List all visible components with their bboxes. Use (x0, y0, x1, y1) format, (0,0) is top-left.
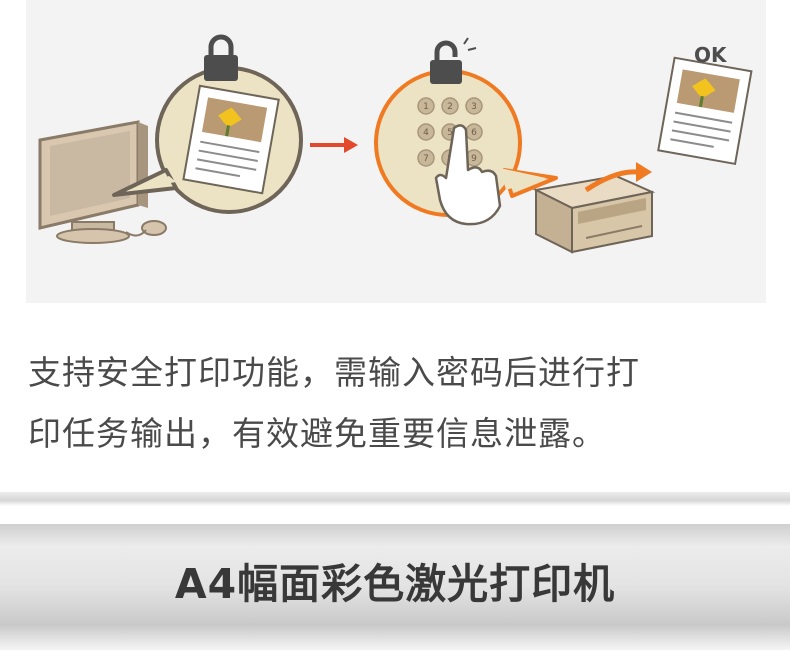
feature-description: 支持安全打印功能，需输入密码后进行打 印任务输出，有效避免重要信息泄露。 (28, 342, 768, 464)
printed-document-icon (657, 56, 753, 166)
keypad-digit: 3 (471, 102, 477, 112)
keypad-digit: 5 (447, 128, 453, 138)
hand-icon (434, 124, 502, 226)
secure-print-illustration: 1 2 3 4 5 6 7 8 9 (26, 0, 766, 303)
keypad-digit: 6 (471, 128, 477, 138)
keypad-digit: 7 (423, 154, 429, 164)
keypad-digit: 1 (423, 102, 429, 112)
computer-icon (38, 120, 167, 244)
section-divider (0, 492, 790, 506)
keypad-digit: 9 (471, 154, 477, 164)
arrow-right-icon (310, 137, 358, 153)
keypad-bubble: 1 2 3 4 5 6 7 8 9 (374, 37, 558, 226)
output-arrow-icon (584, 162, 652, 193)
printer-icon (532, 174, 656, 254)
secure-print-diagram: 1 2 3 4 5 6 7 8 9 (38, 34, 753, 254)
keypad-digit: 2 (447, 102, 453, 112)
locked-document-bubble (112, 34, 303, 214)
description-line: 印任务输出，有效避免重要信息泄露。 (28, 414, 606, 453)
keypad-digit: 4 (423, 128, 429, 138)
description-line: 支持安全打印功能，需输入密码后进行打 (28, 353, 640, 392)
ok-label: OK (694, 43, 728, 67)
product-banner (0, 524, 790, 650)
banner-title: A4幅面彩色激光打印机 (174, 560, 616, 608)
